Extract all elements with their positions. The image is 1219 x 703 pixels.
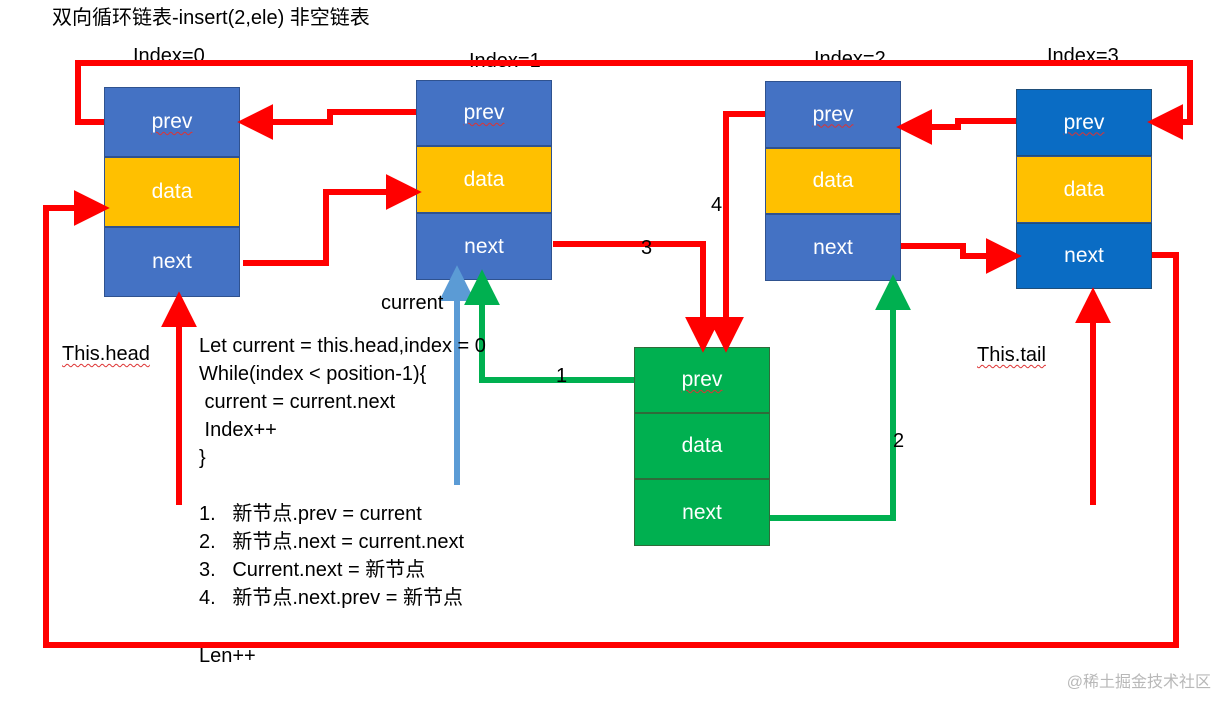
arrow-step4-next-prev — [708, 111, 765, 353]
code-block: Let current = this.head,index = 0 While(i… — [199, 332, 486, 472]
arrow-head-prev-to-tail — [75, 60, 1193, 140]
arrow-tail-next-to-head — [43, 190, 1179, 648]
node-2-next: next — [765, 214, 901, 281]
code-line-2: While(index < position-1){ — [199, 363, 427, 385]
new-node-next: next — [634, 479, 770, 546]
step-line-2: 2. 新节点.next = current.next — [199, 531, 465, 553]
node-2-data: data — [765, 148, 901, 214]
steps-list: 1. 新节点.prev = current 2. 新节点.next = curr… — [199, 500, 464, 612]
node-3-data: data — [1016, 156, 1152, 223]
node-3-next: next — [1016, 223, 1152, 289]
node-1-prev: prev — [416, 80, 552, 146]
node-1-next: next — [416, 213, 552, 280]
step-line-1: 1. 新节点.prev = current — [199, 503, 422, 525]
step-line-3: 3. Current.next = 新节点 — [199, 559, 426, 581]
page-title: 双向循环链表-insert(2,ele) 非空链表 — [52, 7, 370, 29]
node-0-prev: prev — [104, 87, 240, 157]
node-0-next: next — [104, 227, 240, 297]
step-number-3: 3 — [641, 237, 653, 259]
node-2-prev: prev — [765, 81, 901, 148]
arrow-node1-prev-to-node0 — [237, 104, 416, 140]
new-node-data: data — [634, 413, 770, 479]
arrow-step2-new-next — [770, 274, 911, 521]
current-label: current — [381, 292, 444, 314]
arrow-node2-next-to-node3 — [901, 238, 1022, 274]
code-line-1: Let current = this.head,index = 0 — [199, 335, 486, 357]
arrow-step3-current-next — [553, 241, 721, 353]
node-3: prev data next — [1016, 89, 1152, 289]
node-1-data: data — [416, 146, 552, 213]
node-0-data: data — [104, 157, 240, 227]
arrow-node0-next-to-node1 — [243, 174, 422, 266]
watermark: @稀土掘金技术社区 — [1066, 674, 1211, 691]
node-1: prev data next — [416, 80, 552, 280]
tail-label: This.tail — [977, 344, 1046, 366]
code-line-3: current = current.next — [199, 391, 396, 413]
step-number-1: 1 — [556, 365, 568, 387]
arrow-step1-new-prev — [464, 269, 634, 383]
node-0: prev data next — [104, 87, 240, 297]
len-increment: Len++ — [199, 645, 256, 667]
code-line-4: Index++ — [199, 419, 277, 441]
arrow-node3-prev-to-node2 — [896, 109, 1016, 145]
step-number-4: 4 — [711, 194, 723, 216]
code-line-5: } — [199, 447, 206, 469]
node-2: prev data next — [765, 81, 901, 281]
step-number-2: 2 — [893, 430, 905, 452]
head-label: This.head — [62, 343, 150, 365]
node-3-prev: prev — [1016, 89, 1152, 156]
step-line-4: 4. 新节点.next.prev = 新节点 — [199, 587, 463, 609]
